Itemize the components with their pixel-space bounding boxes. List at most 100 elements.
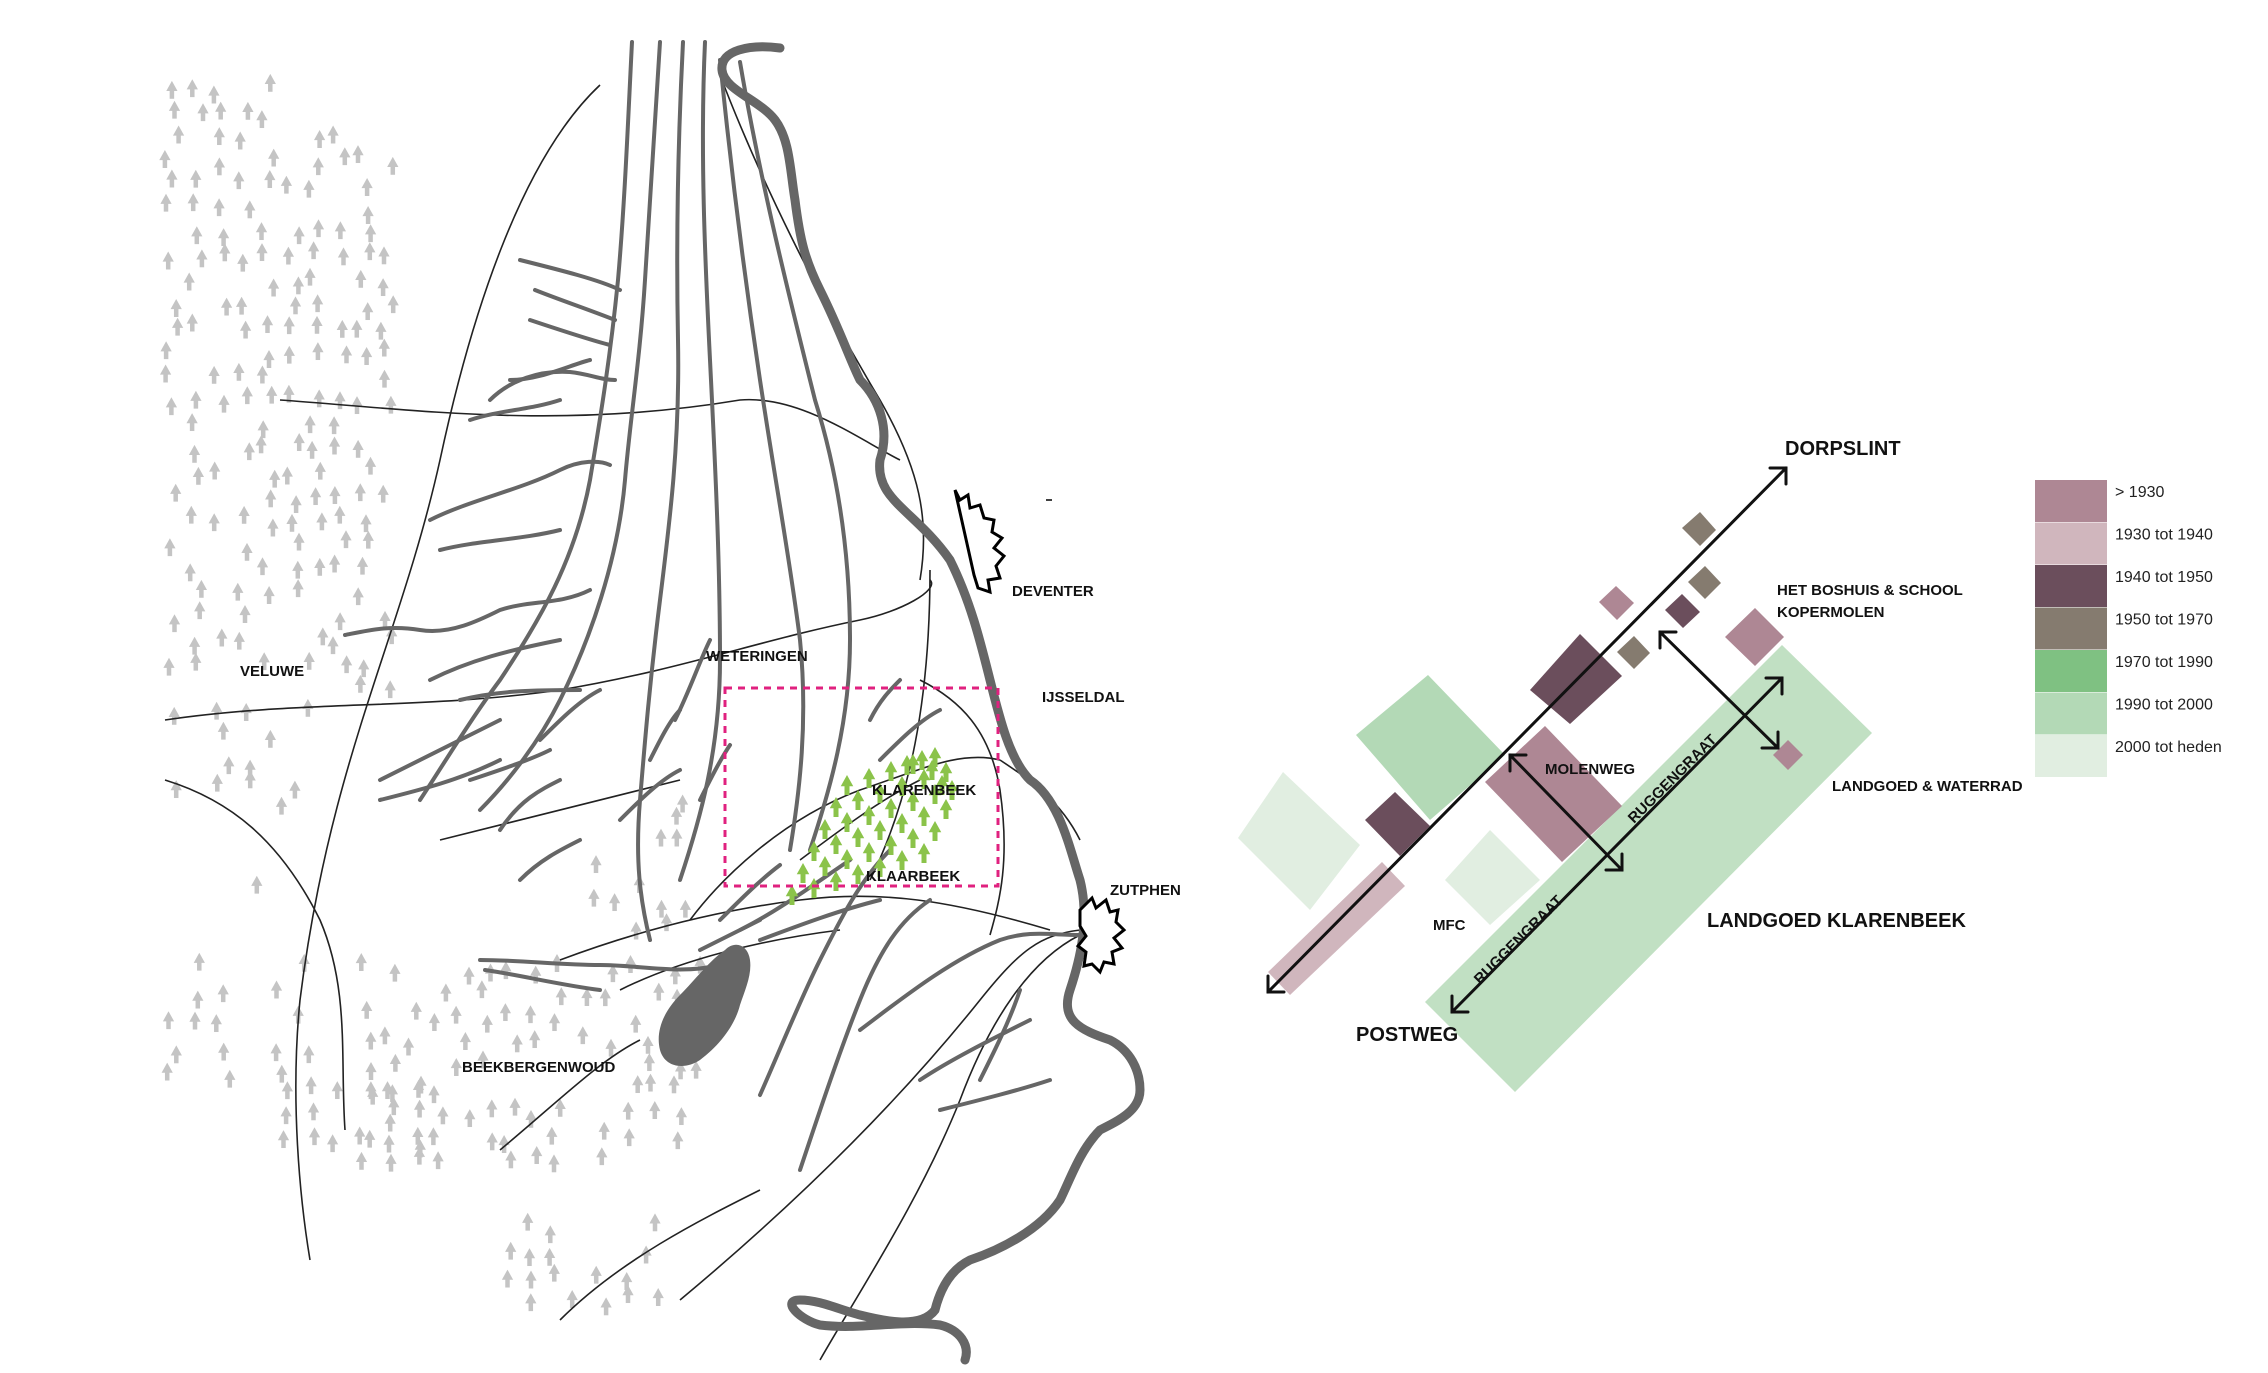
tree-icon [269, 469, 281, 488]
legend-swatch [2035, 607, 2107, 650]
zone-1930-molenweg [1485, 726, 1622, 862]
label-weteringen: WETERINGEN [706, 648, 808, 665]
tree-icon [544, 1225, 556, 1244]
tree-icon [361, 178, 373, 196]
tree-icon [239, 320, 252, 339]
zone-landgoed-klarenbeek [1425, 645, 1872, 1092]
tree-icon [256, 365, 269, 384]
tree-icon [608, 893, 621, 912]
tree-icon [352, 439, 364, 458]
tree-icon [267, 518, 279, 537]
tree-icon [505, 1150, 517, 1169]
tree-icon [264, 729, 277, 748]
tree-icon [501, 1269, 514, 1288]
tree-icon [217, 721, 230, 740]
tree-icon [185, 505, 197, 524]
tree-icon [314, 461, 326, 480]
forest-veluwe [159, 73, 399, 815]
tree-icon [361, 1000, 373, 1019]
tree-icon [355, 1151, 368, 1170]
tree-icon [316, 512, 328, 531]
legend-label: 1950 tot 1970 [2115, 612, 2213, 629]
tree-icon [364, 456, 377, 475]
legend-label: 1940 tot 1950 [2115, 569, 2213, 586]
tree-icon [360, 514, 372, 533]
tree-icon [505, 1241, 517, 1260]
tree-icon [362, 302, 374, 321]
tree-icon [290, 495, 302, 514]
tree-icon [358, 659, 370, 678]
tree-icon [555, 987, 567, 1006]
tree-icon [525, 1270, 537, 1289]
tree-icon [642, 1035, 654, 1054]
tree-icon [170, 1045, 182, 1064]
tree-icon [354, 483, 366, 502]
legend-label: 1930 tot 1940 [2115, 527, 2213, 544]
study-area-frame [723, 686, 1000, 888]
tree-icon [189, 1011, 201, 1030]
tree-icon [160, 341, 172, 360]
tree-icon [327, 636, 339, 655]
legend-swatch [2035, 692, 2107, 735]
tree-icon [232, 582, 244, 601]
tree-icon [312, 342, 324, 361]
tree-icon [168, 614, 181, 633]
label-deventer: DEVENTER [1012, 583, 1094, 600]
tree-icon [217, 984, 229, 1003]
tree-icon [525, 1293, 537, 1312]
zone-1940-1950-c [1665, 594, 1700, 628]
tree-icon [679, 899, 692, 918]
tree-icon [280, 175, 293, 194]
tree-icon [862, 842, 876, 862]
tree-icon [523, 1248, 536, 1267]
tree-icon [334, 612, 346, 631]
tree-icon [340, 655, 353, 674]
label-mfc: MFC [1433, 917, 1466, 934]
tree-icon [655, 899, 668, 918]
tree-icon [282, 246, 295, 265]
tree-icon [543, 1247, 556, 1266]
tree-icon [166, 169, 178, 188]
tree-icon [548, 1263, 560, 1282]
legend-swatch [2035, 565, 2107, 607]
tree-icon [307, 241, 320, 260]
tree-icon [210, 701, 223, 720]
tree-icon [188, 444, 201, 463]
tree-icon [208, 365, 220, 384]
tree-icon [524, 1005, 537, 1024]
tree-icon [476, 980, 488, 999]
tree-icon [223, 756, 235, 775]
tree-icon [244, 200, 256, 219]
tree-icon [233, 171, 245, 190]
tree-icon [166, 80, 178, 99]
tree-icon [220, 297, 233, 316]
tree-icon [410, 1001, 422, 1020]
tree-icon [605, 1038, 617, 1057]
tree-icon [283, 316, 295, 335]
tree-icon [529, 1030, 541, 1049]
tree-icon [655, 828, 667, 847]
tree-icon [244, 770, 256, 789]
tree-icon [170, 483, 182, 502]
zone-1930-waterrad [1773, 740, 1803, 770]
tree-icon [186, 79, 198, 98]
tree-icon [632, 1075, 644, 1094]
tree-icon [163, 657, 175, 676]
tree-icon [622, 1285, 634, 1304]
tree-icon [428, 1013, 441, 1031]
tree-icon [281, 466, 293, 485]
tree-icon [186, 413, 198, 432]
road-network [164, 74, 1081, 1361]
village-diagram: DORPSLINT POSTWEG HET BOSHUIS & SCHOOL K… [1238, 438, 2222, 1092]
tree-icon [428, 1085, 440, 1104]
tree-icon [211, 773, 223, 792]
tree-icon [307, 1102, 320, 1121]
label-klaarbeek: KLAARBEEK [866, 868, 960, 885]
tree-icon [851, 827, 865, 847]
tree-icon [939, 799, 953, 819]
label-beekbergenwoud: BEEKBERGENWOUD [462, 1059, 616, 1076]
tree-icon [170, 299, 182, 317]
tree-icon [312, 157, 324, 176]
tree-icon [164, 538, 176, 557]
